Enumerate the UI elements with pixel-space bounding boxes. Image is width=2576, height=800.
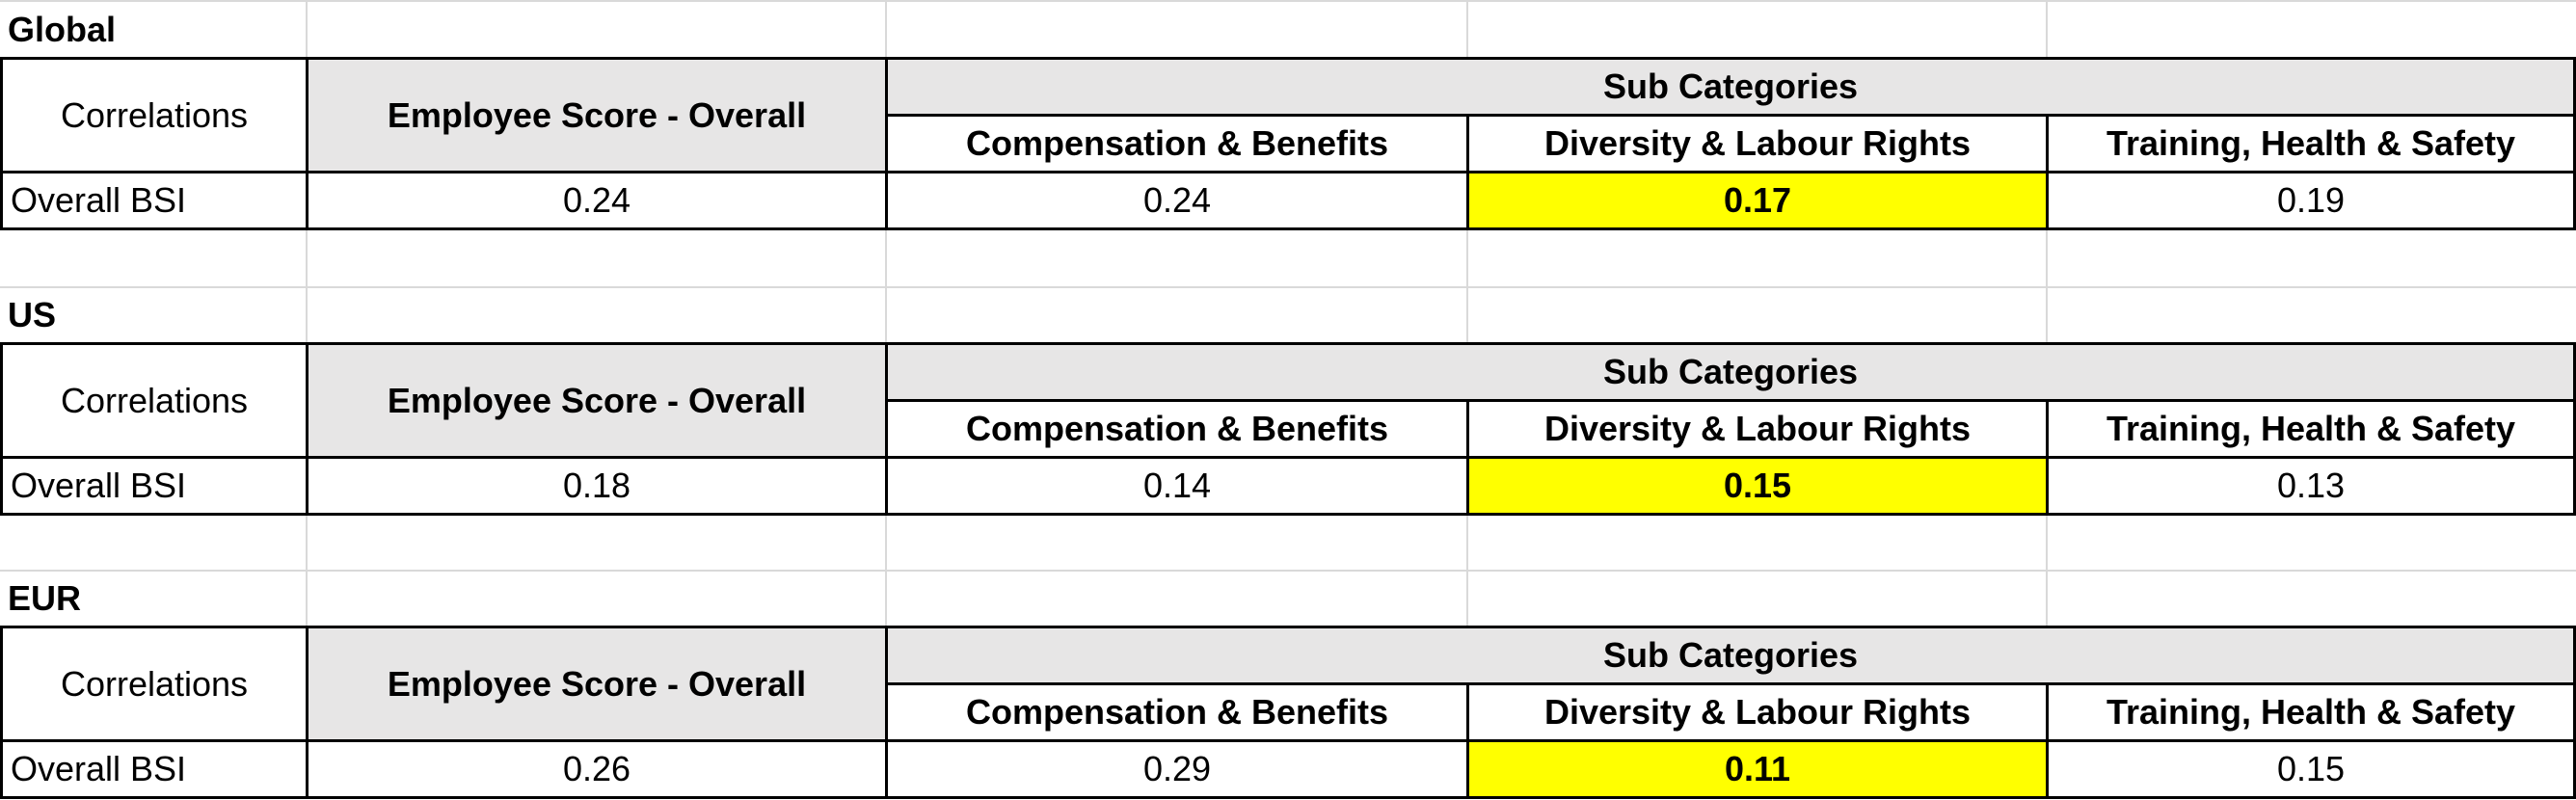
gridline: [2046, 514, 2048, 627]
table-border: [0, 342, 2576, 345]
highlighted-value-cell: 0.17: [1723, 180, 1792, 220]
table-border: [2046, 114, 2049, 230]
highlighted-value-cell: 0.11: [1724, 749, 1791, 788]
table-border: [0, 342, 3, 516]
overall-header: Employee Score - Overall: [387, 663, 807, 704]
corner-label: Correlations: [60, 380, 249, 420]
table-border: [306, 57, 309, 230]
section-title: EUR: [8, 578, 82, 618]
subcategory-header: Compensation & Benefits: [965, 409, 1389, 448]
subcategory-header: Training, Health & Safety: [2106, 123, 2516, 163]
gridline: [885, 0, 887, 58]
gridline: [2046, 0, 2048, 58]
table-border: [2046, 399, 2049, 516]
value-cell: 0.14: [1142, 466, 1212, 505]
subcategory-header: Training, Health & Safety: [2106, 692, 2516, 732]
header-fill: [307, 343, 886, 457]
row-label: Overall BSI: [11, 749, 187, 788]
table-border: [885, 57, 888, 230]
section-title: Global: [8, 10, 117, 49]
row-label: Overall BSI: [11, 180, 187, 220]
value-cell: 0.18: [562, 466, 631, 505]
table-border: [2573, 57, 2576, 230]
value-cell: 0.26: [562, 749, 631, 788]
value-cell: 0.19: [2276, 180, 2346, 220]
value-cell: 0.13: [2276, 466, 2346, 505]
header-fill: [886, 343, 2576, 400]
highlight-fill: [1467, 172, 2047, 228]
gridline: [306, 228, 308, 343]
table-border: [885, 342, 888, 516]
gridline: [885, 228, 887, 343]
table-border: [306, 342, 309, 516]
table-border: [885, 626, 888, 799]
corner-label: Correlations: [60, 663, 249, 704]
table-border: [1466, 399, 1469, 516]
gridline: [0, 0, 2576, 2]
overall-header: Employee Score - Overall: [387, 94, 807, 135]
gridline: [0, 286, 2576, 288]
gridline: [1466, 0, 1468, 58]
overall-header: Employee Score - Overall: [387, 380, 807, 420]
gridline: [306, 514, 308, 627]
table-border: [2573, 626, 2576, 799]
highlighted-value-cell: 0.15: [1723, 466, 1792, 505]
table-border: [0, 57, 2576, 60]
table-border: [885, 682, 2576, 685]
subcategory-header: Training, Health & Safety: [2106, 409, 2516, 448]
section-title: US: [8, 295, 57, 334]
subcategories-header: Sub Categories: [1602, 635, 1859, 675]
gridline: [885, 514, 887, 627]
corner-label: Correlations: [60, 94, 249, 135]
table-border: [0, 513, 2576, 516]
table-border: [0, 626, 2576, 628]
highlight-fill: [1467, 740, 2047, 797]
subcategory-header: Diversity & Labour Rights: [1543, 692, 1972, 732]
gridline: [306, 0, 308, 58]
value-cell: 0.24: [1142, 180, 1212, 220]
subcategory-header: Compensation & Benefits: [965, 692, 1389, 732]
table-border: [0, 57, 3, 230]
subcategories-header: Sub Categories: [1602, 352, 1859, 391]
subcategory-header: Diversity & Labour Rights: [1543, 123, 1972, 163]
gridline: [1466, 514, 1468, 627]
gridline: [0, 570, 2576, 572]
table-border: [0, 227, 2576, 230]
table-border: [0, 171, 2576, 173]
subcategory-header: Compensation & Benefits: [965, 123, 1389, 163]
highlight-fill: [1467, 457, 2047, 514]
value-cell: 0.15: [2276, 749, 2346, 788]
value-cell: 0.29: [1142, 749, 1212, 788]
header-fill: [886, 58, 2576, 115]
table-border: [0, 739, 2576, 742]
gridline: [2046, 228, 2048, 343]
subcategory-header: Diversity & Labour Rights: [1543, 409, 1972, 448]
table-border: [885, 399, 2576, 402]
table-border: [0, 796, 2576, 799]
subcategories-header: Sub Categories: [1602, 67, 1859, 106]
table-border: [306, 626, 309, 799]
table-border: [2046, 682, 2049, 799]
row-label: Overall BSI: [11, 466, 187, 505]
header-fill: [307, 627, 886, 740]
table-border: [1466, 682, 1469, 799]
gridline: [1466, 228, 1468, 343]
table-border: [885, 114, 2576, 117]
header-fill: [307, 58, 886, 172]
header-fill: [886, 627, 2576, 683]
table-border: [2573, 342, 2576, 516]
table-border: [1466, 114, 1469, 230]
value-cell: 0.24: [562, 180, 631, 220]
table-border: [0, 456, 2576, 459]
table-border: [0, 626, 3, 799]
